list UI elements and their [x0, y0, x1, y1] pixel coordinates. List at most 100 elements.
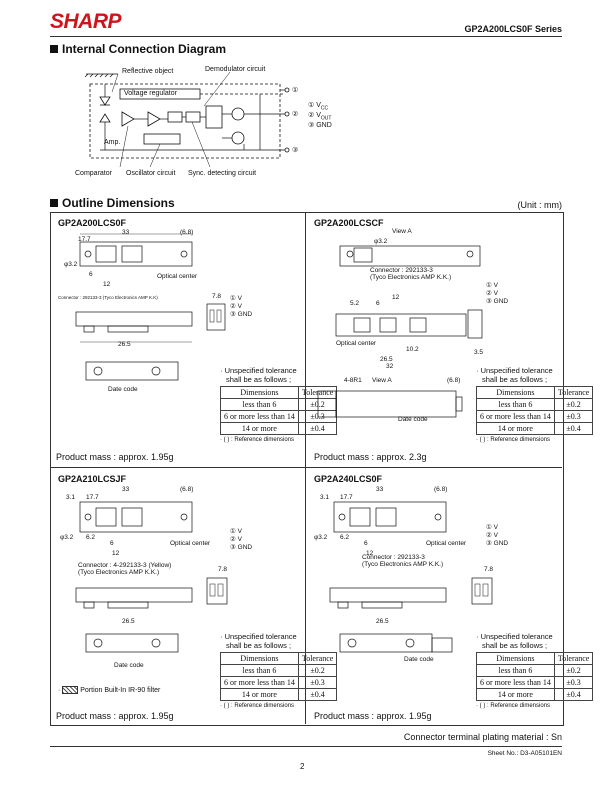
- p4-dim-78: 7.8: [484, 566, 494, 573]
- series-title: GP2A200LCS0F Series: [464, 24, 562, 34]
- p2-dim-102: 10.2: [406, 346, 419, 353]
- p1-optical-center: Optical center: [157, 273, 198, 280]
- p1-connector: Connector : 292133-3 (Tyco Electronics A…: [58, 295, 158, 300]
- pin-legend-3: ③ GND: [308, 122, 332, 129]
- terminal-1-number: ①: [292, 87, 299, 94]
- hatched-swatch-icon: [62, 686, 79, 694]
- p4-tolerance-block: · Unspecified tolerance shall be as foll…: [476, 632, 594, 709]
- p3-dim-68: (6.8): [180, 486, 194, 493]
- p2-dim-12: 12: [392, 294, 400, 301]
- unit-note: (Unit : mm): [517, 200, 563, 210]
- p4-dim-265: 26.5: [376, 618, 389, 625]
- p2-dim-6: 6: [376, 300, 380, 307]
- sync-label: Sync. detecting circuit: [188, 170, 257, 177]
- p3-dim-177: 17.7: [86, 494, 99, 501]
- p4-dim-68: (6.8): [434, 486, 448, 493]
- p3-dim-62: 6.2: [86, 534, 96, 541]
- voltage-regulator-label: Voltage regulator: [124, 90, 177, 97]
- panel4-drawing: [329, 501, 453, 653]
- p4-dim-62: 6.2: [340, 534, 350, 541]
- p3-dim-33: 33: [122, 486, 130, 493]
- p3-dim-31: 3.1: [66, 494, 76, 501]
- p4-dim-33: 33: [376, 486, 384, 493]
- p2-br: 4-8R1: [344, 377, 362, 384]
- icd-heading: Internal Connection Diagram: [50, 42, 226, 56]
- p1-dim-33: 33: [122, 229, 130, 236]
- outline-title: Outline Dimensions: [62, 196, 175, 210]
- p2-date-code: Date code: [398, 416, 428, 423]
- terminal-2-number: ②: [292, 111, 299, 118]
- p2-tolerance-block: · Unspecified tolerance shall be as foll…: [476, 366, 594, 443]
- p2-view-a-2: View A: [372, 377, 392, 384]
- p2-dim-68: (6.8): [447, 377, 461, 384]
- outline-heading: Outline Dimensions: [50, 196, 175, 210]
- p3-optical-center: Optical center: [170, 540, 211, 547]
- p4-dim-12: 12: [366, 550, 374, 557]
- p3-dim-78: 7.8: [218, 566, 228, 573]
- p2-dim-265: 26.5: [380, 356, 393, 363]
- p2-mass: Product mass : approx. 2.3g: [314, 452, 427, 462]
- amp-label: Amp.: [104, 139, 121, 146]
- plating-note: Connector terminal plating material : Sn: [403, 732, 562, 742]
- p1-dim-6: 6: [89, 271, 93, 278]
- footer-rule: [50, 746, 562, 747]
- p1-date-code: Date code: [108, 386, 138, 393]
- p4-connector: Connector : 292133-3(Tyco Electronics AM…: [362, 554, 444, 568]
- p2-optical-center: Optical center: [336, 340, 377, 347]
- p4-dim-32: φ3.2: [314, 534, 328, 541]
- p4-mass: Product mass : approx. 1.95g: [314, 711, 432, 721]
- p1-dim-265: 26.5: [118, 341, 131, 348]
- panel2-drawing: [335, 245, 483, 339]
- bullet-square-icon: [50, 45, 58, 53]
- p1-dim-12: 12: [103, 281, 111, 288]
- pin-legend-2: ② VOUT: [308, 112, 332, 122]
- p3-tolerance-block: · Unspecified tolerance shall be as foll…: [220, 632, 338, 709]
- p3-filter-note: · Portion Built-In IR-90 filter: [58, 686, 161, 694]
- p4-optical-center: Optical center: [426, 540, 467, 547]
- p2-view-a: View A: [392, 228, 412, 235]
- panel3-title: GP2A210LCSJF: [58, 474, 127, 484]
- p2-view-a-drawing: [317, 390, 463, 418]
- comparator-label: Comparator: [75, 170, 112, 177]
- p4-dim-31: 3.1: [320, 494, 330, 501]
- p2-dim-35: 3.5: [474, 349, 484, 356]
- p3-dim-6: 6: [110, 540, 114, 547]
- p2-connector: Connector : 292133-3(Tyco Electronics AM…: [370, 267, 452, 281]
- bullet-square-icon: [50, 199, 58, 207]
- p3-side-view: [206, 577, 228, 605]
- p2-dim-32: φ3.2: [374, 238, 388, 245]
- header-rule: [50, 36, 562, 37]
- p3-mass: Product mass : approx. 1.95g: [56, 711, 174, 721]
- demodulator-label: Demodulator circuit: [205, 66, 266, 73]
- p1-dim-68: (6.8): [180, 229, 194, 236]
- p4-dim-177: 17.7: [340, 494, 353, 501]
- sharp-logo: SHARP: [50, 10, 122, 33]
- page-number: 2: [300, 762, 305, 771]
- panel1-drawing: [75, 233, 193, 381]
- panel1-title: GP2A200LCS0F: [58, 218, 127, 228]
- p4-side-view: [471, 577, 493, 605]
- grid-horizontal-divider: [50, 467, 562, 468]
- p3-dim-265: 26.5: [122, 618, 135, 625]
- p1-dim-177: 17.7: [78, 236, 91, 243]
- p3-dim-12: 12: [112, 550, 120, 557]
- p4-dim-6: 6: [364, 540, 368, 547]
- grid-vertical-divider: [305, 212, 306, 724]
- p2-dim-32b: 32: [386, 363, 394, 370]
- panel3-drawing: [75, 501, 193, 653]
- p1-mass: Product mass : approx. 1.95g: [56, 452, 174, 462]
- p3-connector: Connector : 4-292133-3 (Yellow)(Tyco Ele…: [78, 562, 172, 576]
- oscillator-label: Oscillator circuit: [126, 170, 176, 177]
- pin-legend-1: ① VCC: [308, 102, 329, 112]
- terminal-3-number: ③: [292, 147, 299, 154]
- p2-dim-52: 5.2: [350, 300, 360, 307]
- icd-title: Internal Connection Diagram: [62, 42, 227, 56]
